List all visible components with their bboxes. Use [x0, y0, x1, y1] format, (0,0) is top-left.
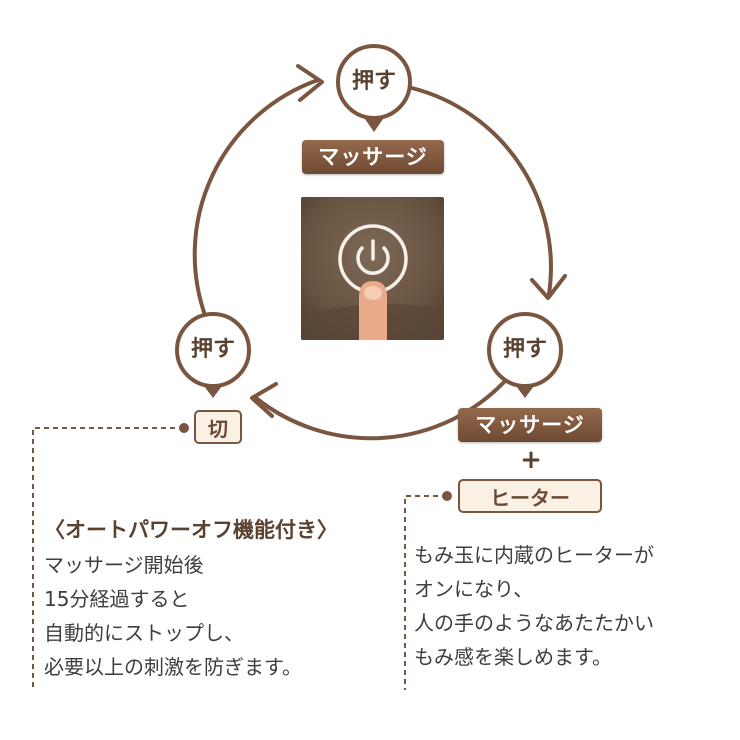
auto-off-heading: 〈オートパワーオフ機能付き〉	[44, 518, 338, 542]
power-button-photo	[301, 197, 444, 340]
press-label-right: 押す	[502, 337, 547, 362]
cycle-arc-left	[192, 78, 320, 320]
plus-sign: +	[520, 445, 542, 475]
auto-off-line: 15分経過すると	[44, 587, 190, 611]
heater-tag: ヒーター	[458, 479, 602, 513]
cycle-arc-top-right	[410, 86, 553, 296]
cycle-arc-bottom	[254, 378, 508, 441]
finger-icon	[359, 281, 387, 340]
massage-tag-right: マッサージ	[458, 408, 602, 442]
heater-info-line: オンになり、	[414, 577, 534, 601]
heater-info-line: もみ感を楽しめます。	[414, 645, 612, 669]
auto-off-line: 必要以上の刺激を防ぎます。	[44, 655, 302, 679]
arrow-head-right	[530, 274, 567, 300]
arrow-head-top	[296, 64, 324, 102]
off-tag: 切	[194, 410, 242, 444]
press-node-top	[336, 44, 412, 132]
press-label-left: 押す	[190, 337, 235, 362]
auto-off-line: マッサージ開始後	[44, 553, 204, 577]
press-node-right	[487, 312, 563, 398]
heater-info-line: もみ玉に内蔵のヒーターが	[414, 543, 654, 567]
connector-heater	[404, 491, 452, 690]
auto-off-line: 自動的にストップし、	[44, 621, 244, 645]
connector-off	[32, 423, 189, 690]
press-label-top: 押す	[351, 69, 396, 94]
heater-info-line: 人の手のようなあたたかい	[414, 611, 654, 635]
arrow-head-left	[250, 382, 278, 418]
press-node-left	[175, 312, 251, 398]
massage-tag-top: マッサージ	[302, 140, 444, 174]
